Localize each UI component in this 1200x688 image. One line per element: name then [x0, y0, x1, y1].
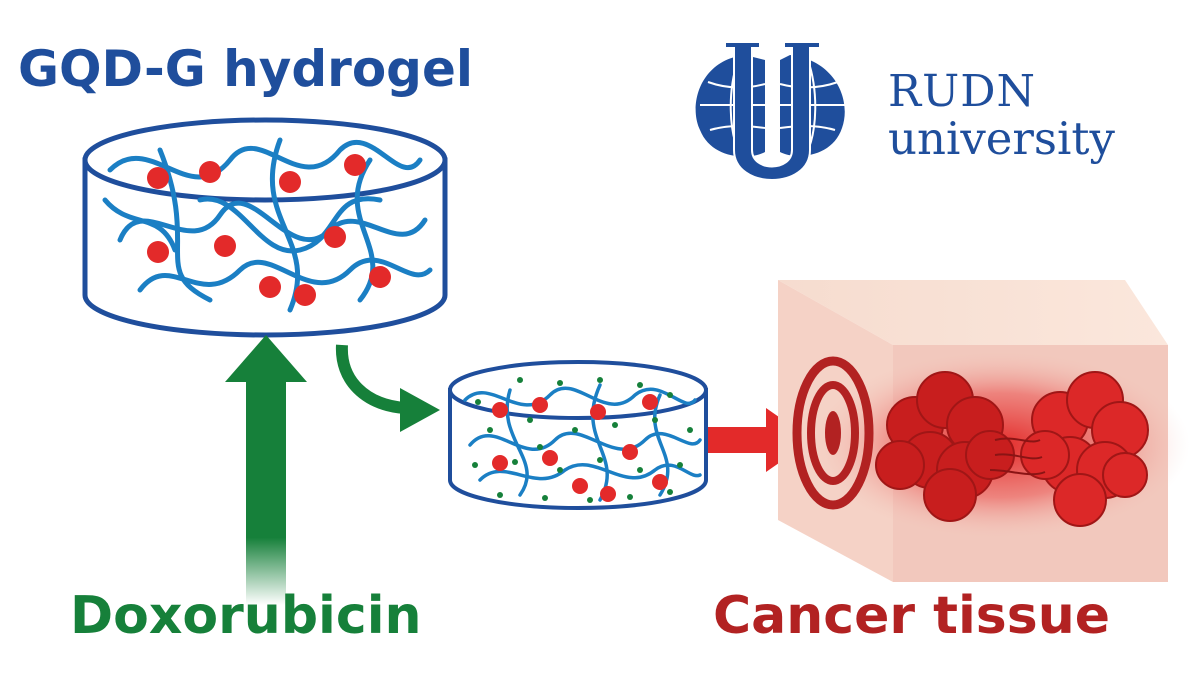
hydrogel-dish-loaded	[448, 360, 708, 510]
drug-particles-small	[492, 394, 668, 502]
drug-particles-large	[147, 154, 391, 306]
cancer-tissue-block	[778, 280, 1190, 582]
cancer-tissue-label: Cancer tissue	[713, 586, 1110, 646]
loading-arrow	[225, 335, 307, 605]
polymer-network-large	[102, 137, 433, 313]
doxorubicin-label: Doxorubicin	[70, 586, 422, 646]
tumor-cluster-icon	[875, 371, 1149, 527]
university-name-line2: university	[888, 112, 1115, 165]
hydrogel-title: GQD-G hydrogel	[18, 40, 474, 98]
university-name-line1: RUDN	[888, 66, 1036, 117]
polymer-network-small	[463, 383, 702, 502]
target-icon	[792, 356, 874, 510]
free-drug-dots	[472, 377, 693, 503]
rudn-logo-icon	[695, 41, 845, 181]
transfer-arrow	[335, 344, 440, 432]
hydrogel-dish-large	[82, 117, 448, 338]
